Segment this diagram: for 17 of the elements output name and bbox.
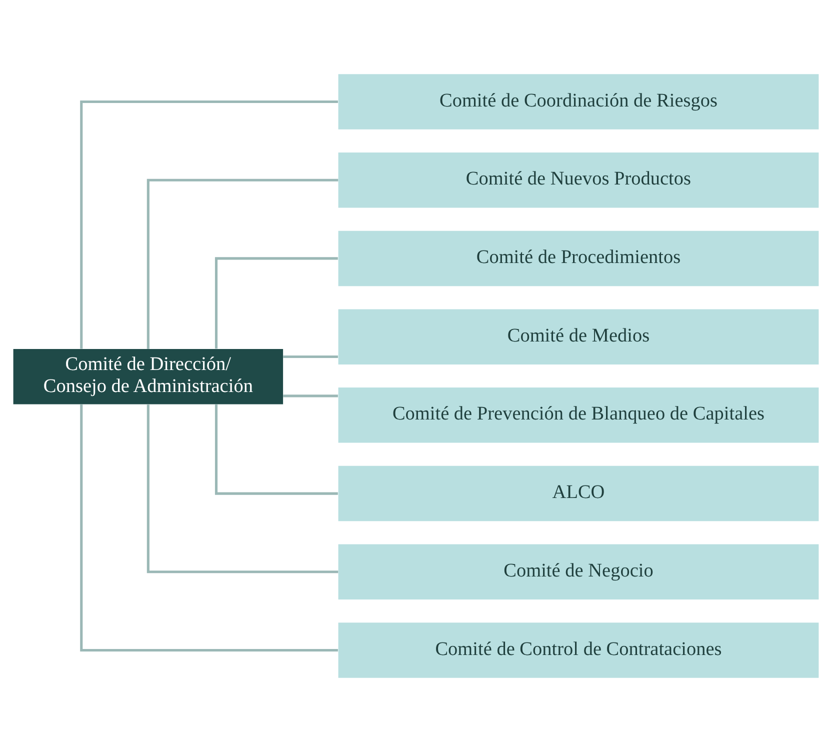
connector	[80, 100, 338, 348]
node-box: Comité de Medios	[338, 308, 819, 364]
node-box: Comité de Control de Contrataciones	[338, 622, 819, 678]
node-box: Comité de Nuevos Productos	[338, 152, 819, 208]
node-box: ALCO	[338, 465, 819, 521]
connector	[146, 404, 338, 573]
node-box: Comité de Procedimientos	[338, 230, 819, 286]
connector	[283, 354, 338, 358]
connector	[80, 404, 338, 652]
connector	[214, 256, 338, 348]
node-box: Comité de Prevención de Blanqueo de Capitales	[338, 387, 819, 442]
node-box: Comité de Negocio	[338, 544, 819, 599]
node-box: Comité de Dirección/ Consejo de Administración	[13, 348, 284, 404]
node-box: Comité de Coordinación de Riesgos	[338, 74, 819, 129]
connector	[146, 178, 338, 348]
connector	[214, 404, 338, 494]
connector	[283, 394, 338, 397]
